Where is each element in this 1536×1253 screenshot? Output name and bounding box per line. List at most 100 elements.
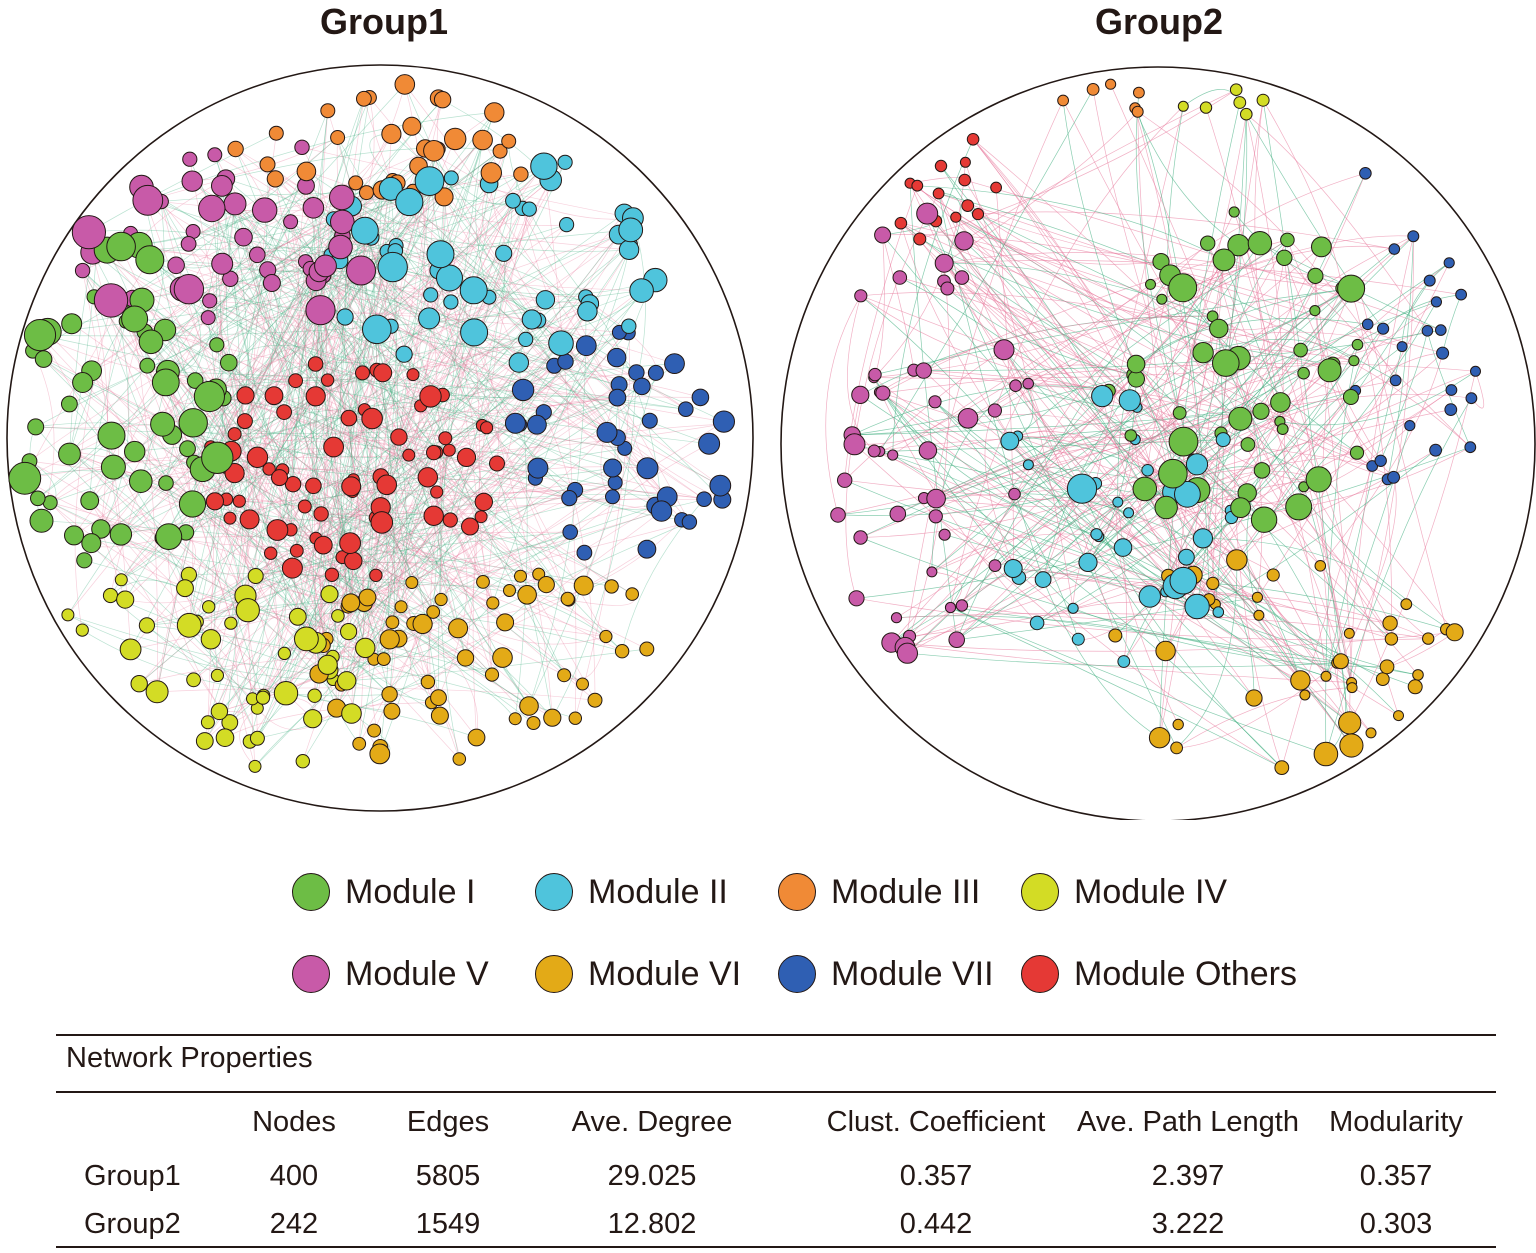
network-edge — [909, 182, 1373, 467]
network-node — [379, 629, 400, 650]
network-edge — [353, 452, 435, 484]
table-cell: 29.025 — [607, 1160, 697, 1192]
network-node — [1387, 470, 1400, 484]
network-edge — [1325, 346, 1403, 677]
group1-nodes — [8, 74, 736, 773]
network-edge — [230, 164, 269, 452]
network-edge — [296, 484, 387, 552]
network-node — [418, 307, 441, 330]
network-node — [1430, 296, 1443, 308]
network-edge — [43, 358, 493, 604]
network-edge — [235, 148, 530, 707]
network-node — [621, 318, 637, 334]
network-node — [1348, 355, 1360, 367]
network-node — [150, 411, 176, 437]
network-edge — [255, 98, 365, 577]
network-node — [664, 353, 685, 375]
network-edge — [49, 502, 253, 700]
network-edge — [409, 623, 439, 699]
network-edge — [216, 344, 330, 671]
network-edge — [845, 394, 861, 599]
network-node — [517, 585, 537, 605]
network-node — [145, 680, 169, 704]
legend-item-module-iv: Module IV — [1021, 870, 1227, 914]
network-edge — [956, 262, 1450, 640]
network-node — [129, 469, 153, 494]
network-node — [712, 410, 736, 433]
network-node — [1174, 480, 1201, 508]
network-node — [1206, 576, 1220, 591]
network-node — [459, 276, 488, 305]
network-node — [837, 472, 853, 488]
network-node — [543, 708, 562, 727]
network-node — [266, 519, 289, 541]
network-node — [34, 350, 53, 368]
legend-swatch — [292, 955, 330, 993]
network-node — [1209, 318, 1229, 339]
network-edge — [138, 395, 275, 684]
network-node — [323, 436, 345, 458]
network-edge — [1062, 100, 1392, 640]
network-edge — [873, 234, 885, 378]
network-edge — [191, 180, 608, 433]
network-edge — [146, 505, 656, 626]
network-node — [1155, 640, 1176, 662]
table-cell: 0.357 — [899, 1160, 973, 1192]
network-edge — [244, 197, 343, 422]
network-edge — [854, 193, 939, 445]
network-edge — [1442, 294, 1462, 354]
network-node — [232, 494, 246, 508]
network-node — [381, 123, 402, 145]
network-edge — [1197, 246, 1322, 491]
network-edge — [944, 111, 1138, 264]
network-node — [526, 716, 541, 730]
network-edge — [191, 180, 228, 345]
network-edge — [268, 165, 545, 470]
network-node — [1393, 710, 1404, 722]
network-edge — [69, 251, 97, 455]
network-edge — [93, 296, 187, 533]
network-node — [1337, 274, 1366, 303]
table-top-rule — [56, 1034, 1496, 1036]
network-node — [200, 310, 216, 326]
network-node — [210, 702, 229, 721]
network-node — [220, 353, 238, 372]
network-edge — [320, 310, 354, 492]
network-edge — [428, 318, 569, 600]
network-edge — [330, 255, 353, 544]
network-node — [1349, 445, 1365, 460]
network-edge — [1176, 687, 1353, 749]
network-edge — [165, 382, 264, 698]
network-edge — [427, 599, 442, 682]
network-node — [918, 441, 938, 460]
network-node — [1309, 305, 1321, 317]
network-edge — [24, 259, 151, 479]
network-node — [954, 270, 970, 285]
network-edge — [171, 434, 258, 709]
network-edge — [1081, 370, 1330, 490]
network-node — [1290, 670, 1311, 691]
network-edge — [1380, 330, 1428, 461]
network-edge — [950, 607, 1419, 676]
table-cell: 0.303 — [1359, 1208, 1433, 1240]
network-edge — [919, 238, 1350, 724]
network-node — [109, 523, 133, 546]
network-diagram — [6, 64, 1536, 820]
network-edge — [216, 380, 544, 413]
network-edge — [138, 484, 387, 684]
network-edge — [358, 325, 630, 744]
network-node — [119, 638, 142, 661]
network-edge — [1186, 556, 1301, 681]
network-edge — [852, 385, 1109, 436]
network-node — [1276, 249, 1293, 266]
legend-label: Module IV — [1074, 872, 1228, 911]
network-edge — [204, 363, 316, 742]
network-node — [262, 462, 276, 476]
column-header: Ave. Path Length — [1077, 1106, 1299, 1138]
network-edge — [995, 187, 1014, 569]
network-edge — [944, 260, 1462, 295]
network-node — [313, 535, 333, 555]
network-edge — [984, 410, 1020, 578]
network-edge — [292, 483, 547, 585]
network-node — [307, 688, 322, 703]
